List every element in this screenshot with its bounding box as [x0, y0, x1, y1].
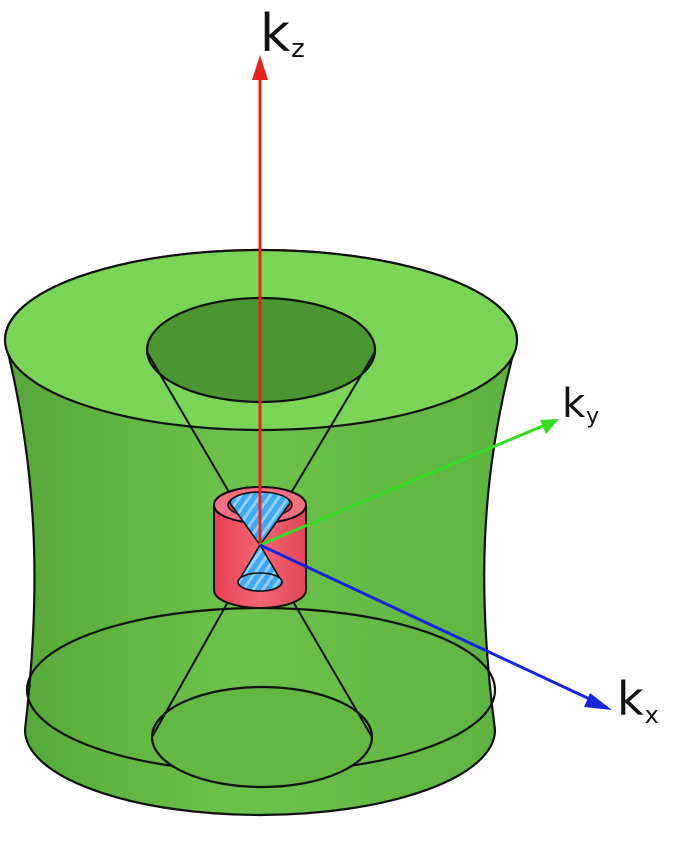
- ky-axis-label: ky: [562, 381, 600, 429]
- bottom-inner-opening: [150, 685, 374, 789]
- kz-axis-label: kz: [260, 4, 305, 64]
- kz-axis: [252, 55, 268, 545]
- kx-axis-label: kx: [617, 672, 659, 729]
- ky-axis: [259, 419, 559, 547]
- kx-axis: [259, 543, 612, 710]
